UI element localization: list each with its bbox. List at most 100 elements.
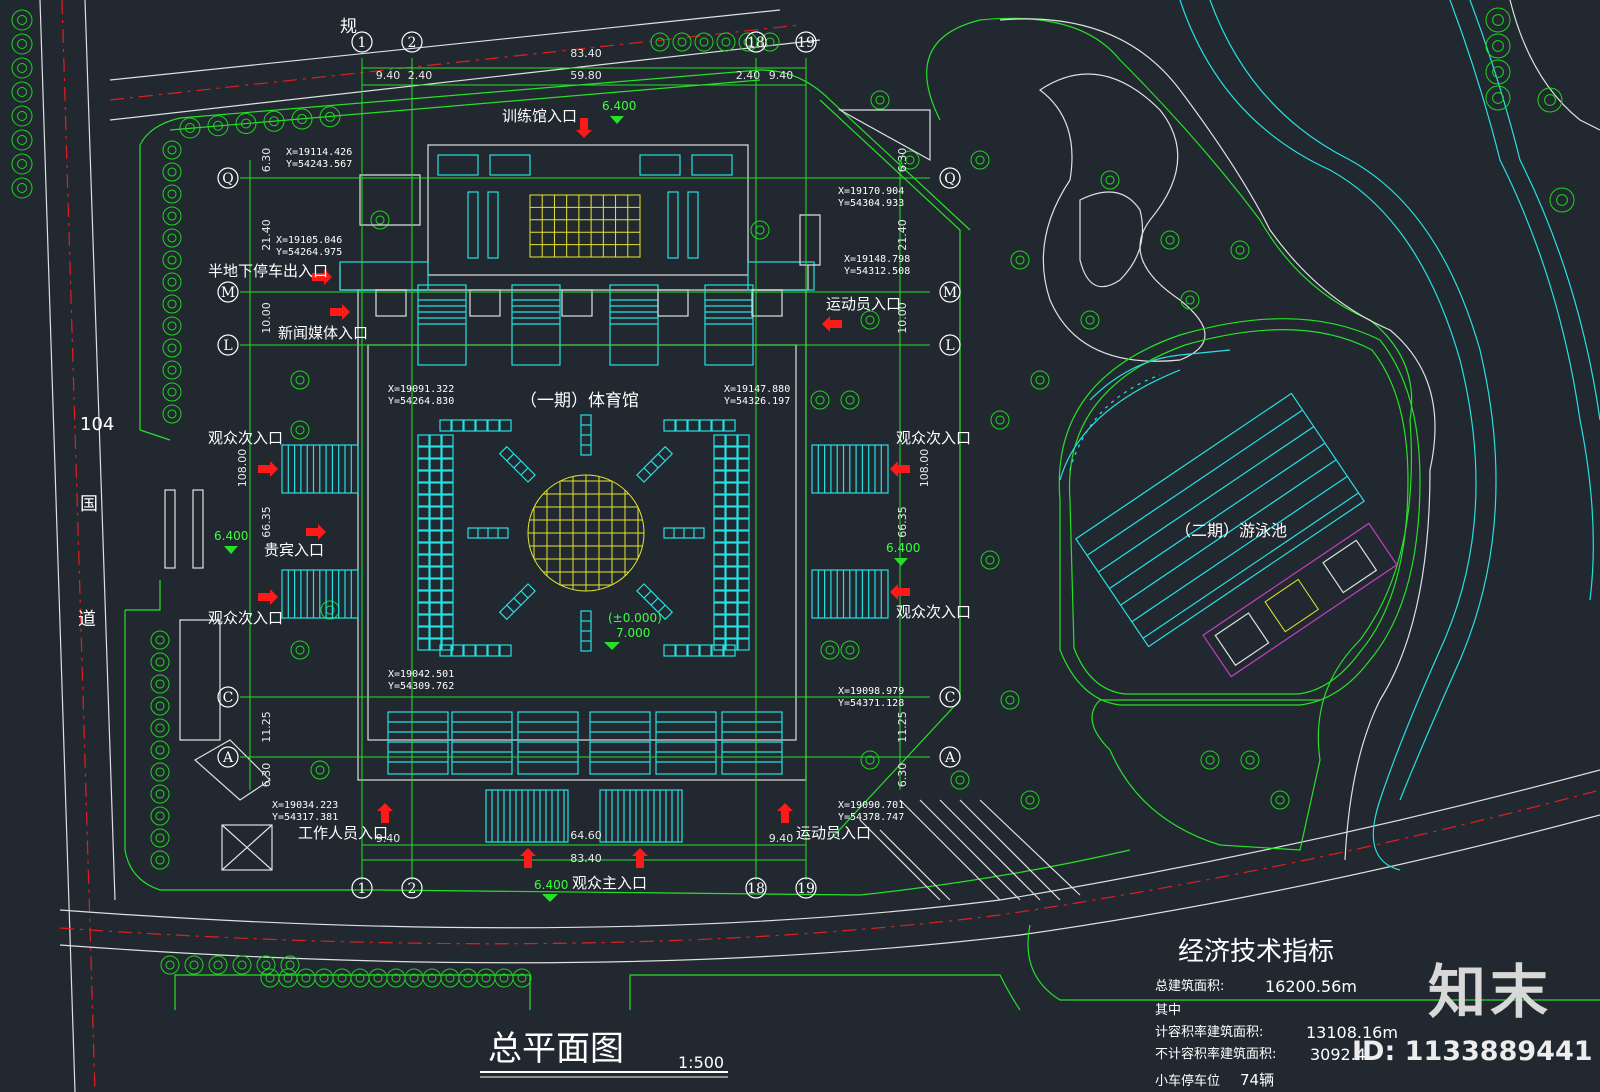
axis-bubble: 1 — [351, 31, 373, 53]
coord-y: Y=54326.197 — [724, 396, 790, 407]
label-main-entrance: 观众主入口 — [572, 874, 647, 892]
tree-icon — [207, 115, 229, 137]
road-label: 国 — [80, 494, 98, 515]
tree-icon — [263, 110, 285, 132]
tree-icon — [494, 968, 514, 988]
road-label-top: 规 — [340, 17, 357, 37]
dim-left: 21.40 — [260, 219, 273, 251]
tree-icon — [162, 228, 182, 248]
sub-label: 其中 — [1155, 1003, 1181, 1018]
tree-icon — [1240, 750, 1260, 770]
dim-bottom-total: 83.40 — [570, 852, 602, 865]
tree-icon — [820, 640, 840, 660]
tree-icon — [290, 640, 310, 660]
tree-icon — [1537, 87, 1563, 113]
tree-icon — [150, 696, 170, 716]
coord-y: Y=54243.567 — [286, 159, 352, 170]
tree-icon — [11, 81, 33, 103]
svg-text:C: C — [945, 690, 956, 706]
tree-icon — [256, 955, 276, 975]
dim-right: 10.00 — [896, 302, 909, 334]
dim-bottom-mid: 64.60 — [570, 829, 602, 842]
dim-bottom-l: 9.40 — [376, 832, 401, 845]
site-boundary — [124, 69, 1131, 896]
dim-left: 6.30 — [260, 763, 273, 788]
axis-bubble: Q — [217, 167, 239, 189]
tree-icon — [11, 57, 33, 79]
dimensions: 83.40 59.80 9.40 2.40 2.40 9.40 64.60 83… — [236, 47, 931, 865]
tree-icon — [440, 968, 460, 988]
tree-icon — [672, 32, 692, 52]
entry-arrow-icon — [306, 524, 326, 540]
axis-bubble: C — [939, 686, 961, 708]
tree-icon — [810, 390, 830, 410]
level-label: 7.000 — [616, 626, 650, 640]
tree-icon — [162, 272, 182, 292]
dim-right: 6.30 — [896, 148, 909, 173]
parking-value: 74辆 — [1240, 1071, 1274, 1089]
tree-icon — [162, 382, 182, 402]
axis-bubble: 18 — [745, 31, 767, 53]
tree-icon — [738, 32, 758, 52]
tree-icon — [310, 760, 330, 780]
tree-icon — [1030, 370, 1050, 390]
entry-arrow-icon — [330, 304, 350, 320]
tree-icon — [1160, 230, 1180, 250]
label-swimming-pool: （二期）游泳池 — [1175, 521, 1287, 540]
tree-icon — [150, 762, 170, 782]
tree-icon — [860, 310, 880, 330]
dim-top-r2: 9.40 — [769, 69, 794, 82]
far-label: 计容积率建筑面积: — [1155, 1024, 1263, 1040]
tree-icon — [150, 828, 170, 848]
tree-icon — [296, 968, 316, 988]
dim-right: 11.25 — [896, 711, 909, 743]
entry-arrow-icon — [632, 848, 648, 868]
level-markers: 6.400 6.400 6.400 6.400 (±0.000) 7.000 — [214, 99, 920, 902]
tree-icon — [1270, 790, 1290, 810]
axis-bubble: M — [939, 281, 961, 303]
trees — [11, 7, 1575, 988]
tree-icon — [1200, 750, 1220, 770]
far-value: 13108.16m — [1306, 1023, 1398, 1042]
level-label: 6.400 — [886, 541, 920, 555]
svg-text:19: 19 — [797, 881, 815, 897]
dim-right: 108.00 — [918, 449, 931, 488]
coord-x: X=19105.046 — [276, 235, 342, 246]
axis-bubble: 2 — [401, 31, 423, 53]
tree-icon — [291, 108, 313, 130]
label-vip-entrance: 贵宾入口 — [264, 541, 324, 559]
label-parking-entrance: 半地下停车出入口 — [208, 262, 328, 280]
label-gymnasium: （一期）体育馆 — [520, 391, 639, 411]
level-label: 6.400 — [534, 878, 568, 892]
tree-icon — [162, 184, 182, 204]
tree-icon — [278, 968, 298, 988]
tree-icon — [350, 968, 370, 988]
gymnasium-building — [164, 109, 1081, 901]
tree-icon — [650, 32, 670, 52]
tree-icon — [232, 955, 252, 975]
tree-icon — [404, 968, 424, 988]
level-label: 6.400 — [602, 99, 636, 113]
dim-top-l2: 2.40 — [408, 69, 433, 82]
label-training-entrance: 训练馆入口 — [502, 107, 577, 125]
swimming-pool-area — [1058, 318, 1421, 706]
tree-icon — [320, 600, 340, 620]
dim-right: 6.30 — [896, 763, 909, 788]
label-athlete-entrance: 运动员入口 — [796, 824, 871, 842]
svg-text:1: 1 — [358, 881, 367, 897]
tree-icon — [840, 390, 860, 410]
svg-text:19: 19 — [797, 35, 815, 51]
tree-icon — [290, 370, 310, 390]
tree-icon — [235, 113, 257, 135]
svg-text:M: M — [943, 285, 957, 301]
tree-icon — [1549, 187, 1575, 213]
tree-icon — [1020, 790, 1040, 810]
tree-icon — [162, 162, 182, 182]
tree-icon — [11, 177, 33, 199]
level-triangle-icon — [542, 894, 558, 902]
tree-icon — [314, 968, 334, 988]
entry-arrow-icon — [890, 461, 910, 477]
label-audience-entrance: 观众次入口 — [208, 609, 283, 627]
tree-icon — [11, 105, 33, 127]
dim-left: 66.35 — [260, 506, 273, 538]
